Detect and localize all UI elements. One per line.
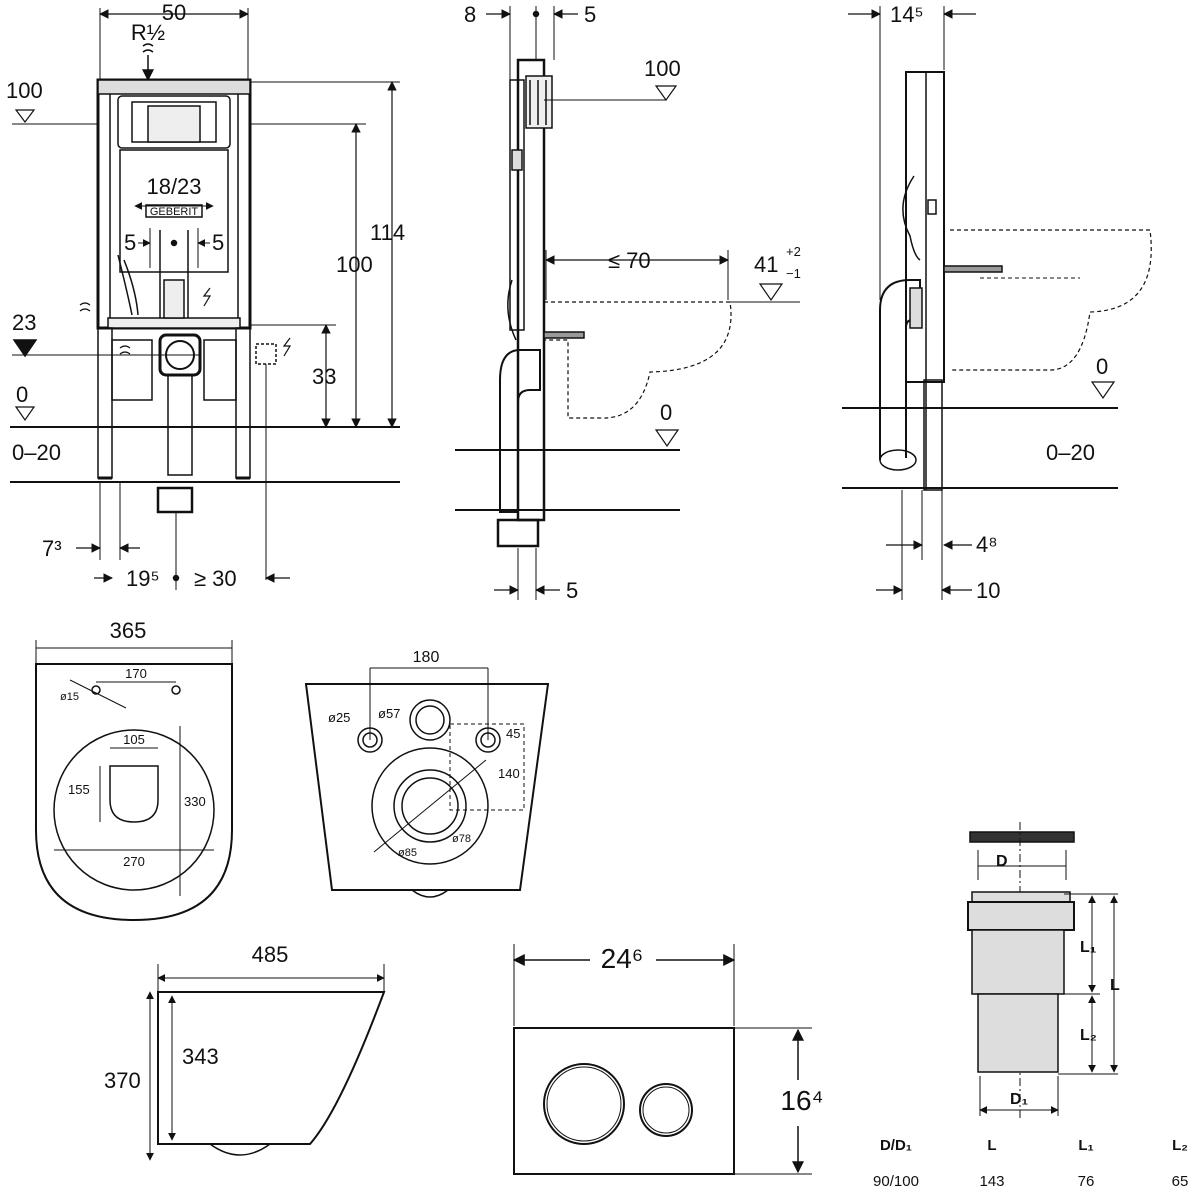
right-view-labels: 14⁵ 0 0–20 4⁸ 10 <box>890 2 1108 603</box>
width-50-label: 50 <box>162 0 186 25</box>
d57-label: ø57 <box>378 706 400 721</box>
connector-l-label: L <box>1110 977 1120 994</box>
level-0-label: 0 <box>16 382 28 407</box>
offset-30-label: ≥ 30 <box>194 566 237 591</box>
right-view <box>842 6 1152 600</box>
dim-8-label: 8 <box>464 2 476 27</box>
button-gap-right-label: 5 <box>212 230 224 255</box>
large-flush-button <box>543 1063 625 1145</box>
dim-5-bottom-label: 5 <box>566 578 578 603</box>
side-level-100-label: 100 <box>644 56 681 81</box>
pipe-spacing-label: 180 <box>413 649 440 666</box>
right-floor-range-label: 0–20 <box>1046 440 1095 465</box>
table-header-l: L <box>987 1137 996 1154</box>
dim-145-label: 14⁵ <box>890 2 924 27</box>
connector-l2-label: L₂ <box>1080 1027 1097 1044</box>
button-spacing-label: 18/23 <box>146 174 201 199</box>
bowl-width-270-label: 270 <box>123 854 145 869</box>
height-41-tol-plus: +2 <box>786 244 801 259</box>
dim-140-label: 140 <box>498 766 520 781</box>
dim-10-label: 10 <box>976 578 1000 603</box>
d85-label: ø85 <box>398 847 417 859</box>
offset-73-label: 7³ <box>42 536 62 561</box>
connector-d1-label: D₁ <box>1010 1091 1029 1108</box>
bowl-width-365-label: 365 <box>110 618 147 643</box>
connector-l1-label: L₁ <box>1080 939 1097 956</box>
bowl-top-view-labels: 365 170 ø15 105 155 330 270 <box>60 618 206 869</box>
side-level-0-label: 0 <box>660 400 672 425</box>
floor-range-label: 0–20 <box>12 440 61 465</box>
pipe-connector-labels: D D₁ L L₁ L₂ <box>996 853 1120 1108</box>
height-33-label: 33 <box>312 364 336 389</box>
height-100-label: 100 <box>336 252 373 277</box>
bowl-side-view-labels: 485 370 343 <box>104 942 288 1093</box>
pipe-connector <box>967 822 1118 1120</box>
supply-label: R½ <box>131 20 165 45</box>
bowl-rear-view-labels: 180 ø25 ø57 45 140 ø85 ø78 <box>328 649 520 859</box>
bowl-depth-label: 330 <box>184 794 206 809</box>
table-cell-l1: 76 <box>1078 1173 1095 1190</box>
table-header-l2: L₂ <box>1172 1137 1188 1154</box>
dim-5-top-label: 5 <box>584 2 596 27</box>
table-header-d: D/D₁ <box>880 1137 912 1154</box>
level-23-label: 23 <box>12 310 36 335</box>
inner-depth-label: 155 <box>68 782 90 797</box>
height-114-label: 114 <box>370 220 405 245</box>
table-header-l1: L₁ <box>1078 1137 1093 1154</box>
bowl-top-view <box>35 640 233 922</box>
plate-width-label: 24⁶ <box>601 943 644 974</box>
bolt-dia-label: ø15 <box>60 691 79 703</box>
d25-label: ø25 <box>328 710 350 725</box>
dim-45-label: 45 <box>506 726 520 741</box>
side-view-labels: 8 5 100 ≤ 70 41 +2 −1 0 5 <box>464 2 801 603</box>
d78-label: ø78 <box>452 833 471 845</box>
projection-label: ≤ 70 <box>608 248 651 273</box>
inner-width-label: 105 <box>123 732 145 747</box>
plate-height-label: 16⁴ <box>780 1085 823 1116</box>
connector-table: D/D₁ L L₁ L₂ 90/100 143 76 65 <box>873 1137 1188 1190</box>
table-cell-d: 90/100 <box>873 1173 919 1190</box>
flush-plate <box>512 944 812 1175</box>
right-level-0-label: 0 <box>1096 354 1108 379</box>
height-343-label: 343 <box>182 1044 219 1069</box>
height-370-label: 370 <box>104 1068 141 1093</box>
side-view <box>455 6 800 600</box>
button-gap-left-label: 5 <box>124 230 136 255</box>
connector-d-label: D <box>996 853 1008 870</box>
height-41-tol-minus: −1 <box>786 266 801 281</box>
bowl-length-label: 485 <box>252 942 289 967</box>
bowl-side-view <box>146 964 386 1161</box>
bowl-rear-view <box>304 667 550 898</box>
front-view <box>10 8 400 590</box>
level-100-label: 100 <box>6 78 43 103</box>
small-flush-button <box>639 1083 693 1137</box>
offset-195-label: 19⁵ <box>126 566 160 591</box>
brand-label: GEBERIT <box>150 206 199 218</box>
bolt-spacing-label: 170 <box>125 666 147 681</box>
flush-plate-labels: 24⁶ 16⁴ <box>601 943 824 1116</box>
front-view-labels: 50 R½ 100 23 0 0–20 18/23 5 5 GEBERIT 11… <box>6 0 405 591</box>
table-cell-l: 143 <box>979 1173 1004 1190</box>
table-cell-l2: 65 <box>1172 1173 1189 1190</box>
dim-48-label: 4⁸ <box>976 532 998 557</box>
height-41-label: 41 <box>754 252 778 277</box>
